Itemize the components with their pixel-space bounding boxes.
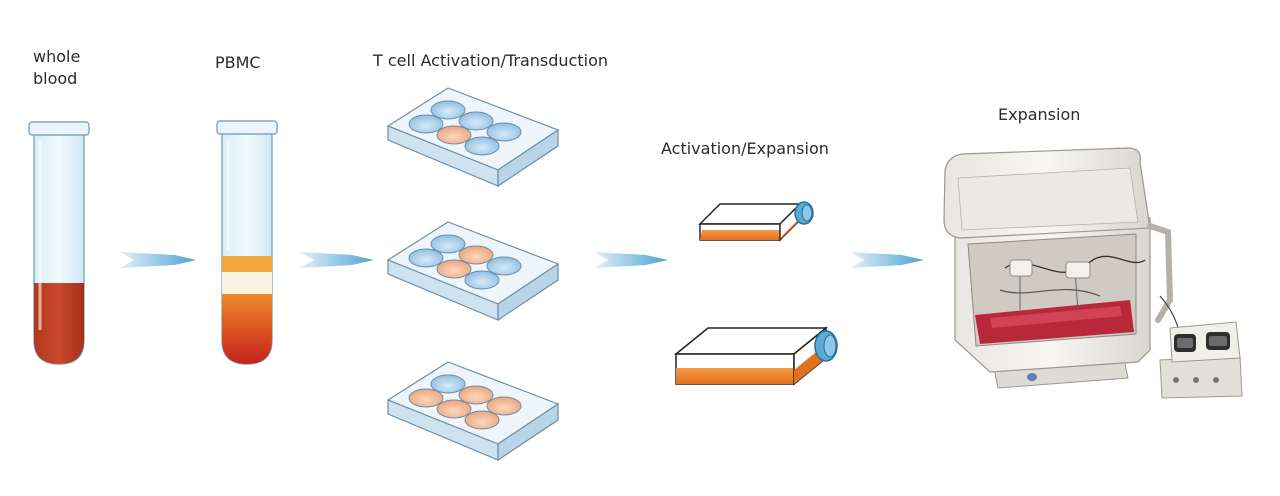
whole-blood-tube [28, 121, 90, 365]
label-expansion: Expansion [998, 105, 1081, 124]
large-culture-flask [673, 326, 838, 386]
well-plate-1 [386, 87, 560, 188]
bioreactor-machine [943, 147, 1181, 389]
arrow-4 [850, 252, 924, 268]
label-whole-blood: whole blood [33, 46, 103, 90]
small-culture-flask [698, 201, 814, 242]
label-whole-blood-line1: whole [33, 47, 81, 66]
label-whole-blood-line2: blood [33, 69, 78, 88]
arrow-3 [594, 252, 668, 268]
control-unit [1159, 321, 1243, 399]
pbmc-tube [216, 120, 278, 365]
label-tcell-activation-transduction: T cell Activation/Transduction [373, 51, 608, 70]
label-activation-expansion: Activation/Expansion [661, 139, 829, 158]
arrow-1 [120, 252, 196, 268]
well-plate-3 [386, 361, 560, 462]
label-pbmc: PBMC [215, 53, 261, 72]
arrow-2 [300, 252, 374, 268]
well-plate-2 [386, 221, 560, 322]
